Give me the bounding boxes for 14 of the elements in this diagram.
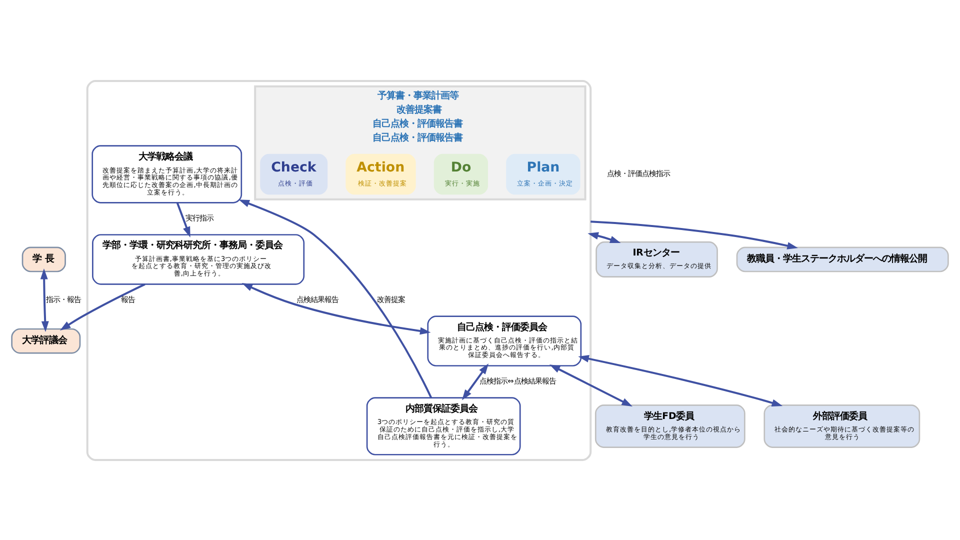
node-box: 大学評議会 xyxy=(11,328,81,354)
arrow xyxy=(40,268,49,332)
arrow xyxy=(238,199,432,398)
node-box: 学 長 xyxy=(22,246,66,272)
arrow xyxy=(578,354,783,406)
arrow xyxy=(549,364,632,406)
arrow xyxy=(588,232,621,243)
arrow xyxy=(60,282,146,330)
arrow xyxy=(176,202,190,237)
node-box: 教職員・学生ステークホルダーへの情報公開 xyxy=(736,246,949,272)
arrow xyxy=(462,362,489,400)
arrow xyxy=(590,220,798,249)
arrow xyxy=(242,282,431,334)
cluster xyxy=(86,80,592,460)
